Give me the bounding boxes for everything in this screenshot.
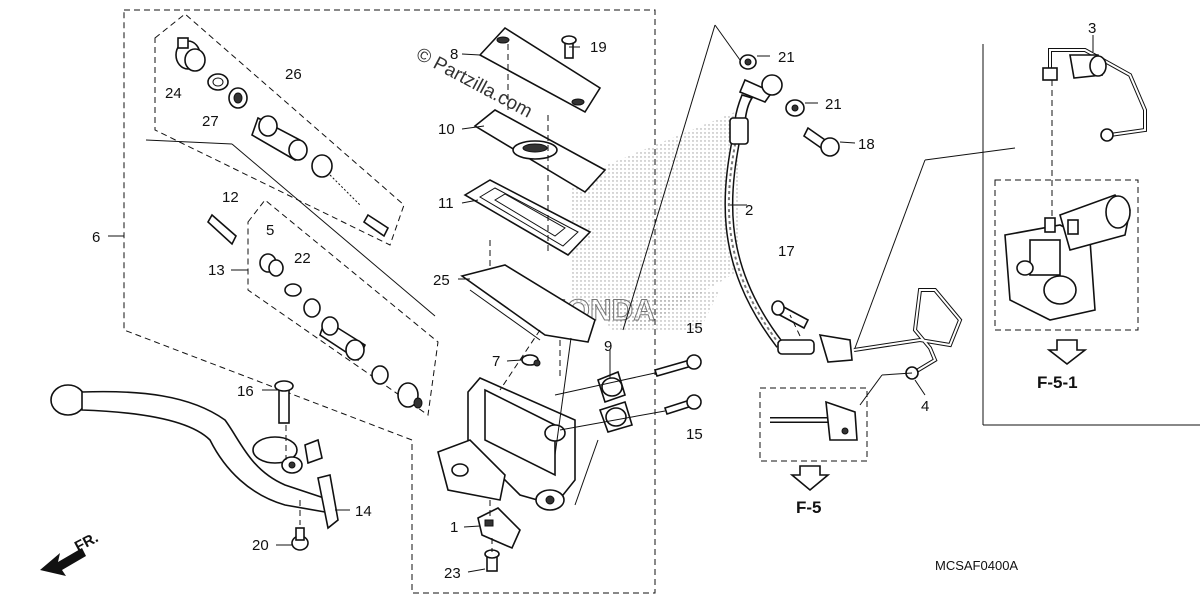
callout-25: 25 (433, 272, 450, 289)
nut-20 (291, 527, 309, 551)
callout-18: 18 (858, 136, 875, 153)
callout-15a: 15 (686, 320, 703, 337)
divider-line (145, 139, 233, 145)
callout-13: 13 (208, 262, 225, 279)
callout-19: 19 (590, 39, 607, 56)
diagram-code: MCSAF0400A (935, 558, 1018, 573)
callout-11: 11 (438, 195, 454, 212)
oil-bolt-18 (802, 126, 840, 157)
front-arrow-icon (40, 548, 86, 576)
callout-21a: 21 (778, 49, 795, 66)
callout-4: 4 (921, 398, 929, 415)
callout-20: 20 (252, 537, 269, 554)
piston-lower (303, 298, 423, 409)
callout-15b: 15 (686, 426, 703, 443)
bolt-15a (653, 354, 702, 377)
brake-lever (50, 384, 339, 530)
callout-22: 22 (294, 250, 311, 267)
reservoir-float (460, 264, 596, 343)
screw-19 (561, 35, 577, 59)
f5-detail-parts (770, 400, 858, 441)
piston-kit-outline (154, 13, 405, 246)
arrow-f5 (789, 465, 831, 492)
arrow-f51 (1046, 339, 1088, 366)
callout-21b: 21 (825, 96, 842, 113)
f5-detail-box (759, 387, 868, 462)
master-cylinder-body (437, 377, 576, 511)
reference-f5: F-5 (796, 498, 822, 517)
callout-2: 2 (745, 202, 753, 219)
callout-23: 23 (444, 565, 461, 582)
callout-7: 7 (492, 353, 500, 370)
callout-3: 3 (1088, 20, 1096, 37)
callout-9: 9 (604, 338, 612, 355)
piston-upper (228, 87, 390, 238)
divider-line-2 (231, 143, 436, 317)
oring-22 (284, 283, 302, 297)
callout-24: 24 (165, 85, 182, 102)
washer-21b (785, 99, 805, 117)
bolt-12 (206, 213, 237, 246)
callout-26: 26 (285, 66, 302, 83)
brake-switch (477, 507, 521, 550)
clip-7 (521, 354, 541, 367)
brake-pipe (853, 288, 963, 380)
handlebar-holder (597, 370, 634, 433)
master-cylinder-outline (123, 9, 656, 594)
upper-brake-pipe (1042, 48, 1147, 142)
callout-10: 10 (438, 121, 455, 138)
bolt-15b (663, 394, 702, 416)
dotted-projection-2 (600, 290, 720, 330)
piston-kit-outline-2 (247, 199, 439, 416)
hose-fitting (761, 74, 783, 96)
reservoir-cap (478, 26, 602, 114)
boot-24 (175, 37, 206, 72)
reservoir-plate (473, 109, 607, 194)
pivot-bolt-16 (274, 380, 294, 424)
reference-f51: F-5-1 (1037, 373, 1078, 392)
callout-8: 8 (450, 46, 458, 63)
callout-14: 14 (355, 503, 372, 520)
diaphragm (463, 179, 592, 257)
callout-16: 16 (237, 383, 254, 400)
cup-5 (259, 253, 284, 277)
abs-modulator (1004, 194, 1131, 321)
circlip-27 (207, 73, 229, 91)
callout-1: 1 (450, 519, 458, 536)
callout-6: 6 (92, 229, 100, 246)
abs-detail-box (994, 179, 1139, 331)
brake-hose (724, 78, 853, 363)
callout-5: 5 (266, 222, 274, 239)
callout-12: 12 (222, 189, 239, 206)
bolt-17 (771, 300, 810, 330)
washer-21a (739, 54, 757, 70)
screw-23 (484, 549, 500, 572)
callout-27: 27 (202, 113, 219, 130)
callout-17: 17 (778, 243, 795, 260)
